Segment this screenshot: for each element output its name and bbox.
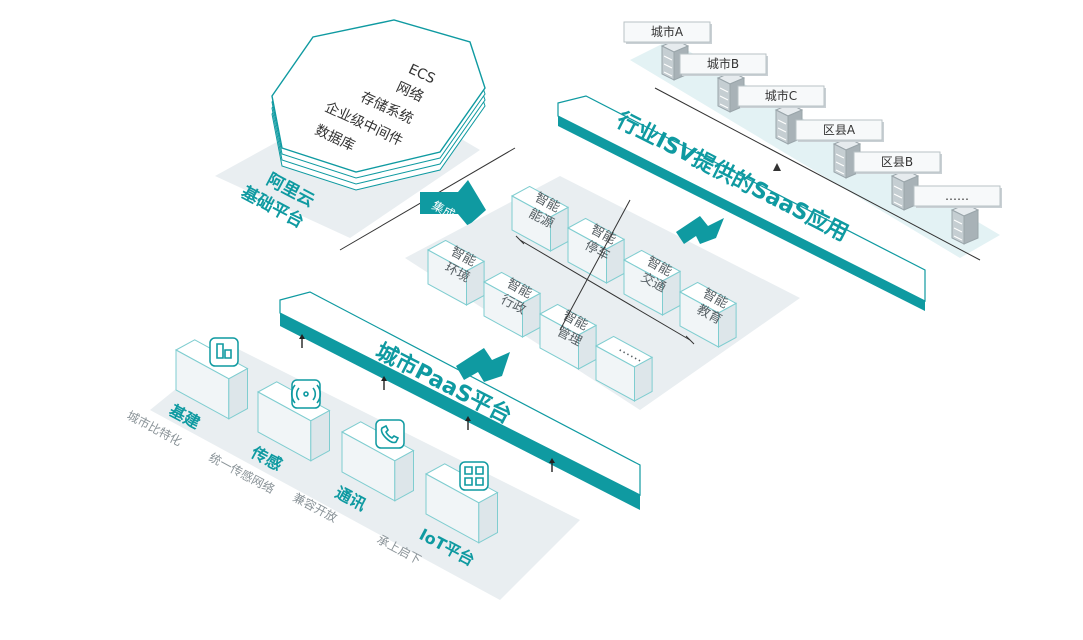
paas-module-1-side: [310, 409, 330, 462]
wireless-signal-icon: [290, 379, 322, 409]
region-label-4: 区县B: [881, 155, 913, 169]
paas-module-arrow-head-1: [381, 376, 387, 381]
saas-app-area: 智能能源智能停车智能交通智能教育智能环境智能行政智能管理……: [405, 176, 800, 410]
region-label-box-3: 区县A: [795, 119, 884, 142]
building-icon: [209, 337, 239, 367]
app-grid-lines: [515, 199, 695, 345]
regions-area: 城市A 城市B 城市C 区县A 区县B ……: [623, 21, 1002, 261]
saas-banner-face: [557, 95, 926, 302]
paas-module-arrow-head-2: [465, 416, 471, 421]
saas-app-area-shadow: [405, 176, 800, 410]
region-label-box-1: 城市B: [679, 53, 768, 76]
region-label-box-0: 城市A: [623, 21, 712, 44]
region-label-box-4: 区县B: [853, 151, 942, 174]
phone-icon: [375, 419, 405, 449]
region-3: 区县A: [795, 119, 884, 179]
region-5: ……: [913, 185, 1002, 245]
region-2: 城市C: [737, 85, 826, 145]
base-platform: ECS 网络 存储系统 企业级中间件 数据库 阿里云 基础平台: [215, 19, 516, 251]
region-label-3: 区县A: [823, 123, 856, 137]
regions-list: 城市A 城市B 城市C 区县A 区县B ……: [623, 21, 1002, 245]
paas-module-arrow-head-3: [549, 458, 555, 463]
app-cube-3-side: [718, 302, 737, 348]
grid-modules-icon: [459, 461, 489, 491]
region-label-box-2: 城市C: [737, 85, 826, 108]
paas-module-0-side: [228, 367, 248, 420]
region-label-box-5: ……: [913, 185, 1002, 208]
paas-module-arrow-head-0: [299, 334, 305, 339]
paas-module-3-side: [478, 491, 498, 544]
region-label-2: 城市C: [765, 88, 797, 103]
app-cube-7: ……: [594, 335, 654, 402]
integration-arrow: 集成: [420, 180, 486, 226]
paas-module-2-side: [394, 449, 414, 502]
paas-banner-face: [279, 291, 641, 496]
app-cubes: 智能能源智能停车智能交通智能教育智能环境智能行政智能管理……: [426, 185, 738, 402]
app-cube-7-side: [634, 356, 653, 402]
integration-arrow-shape: [420, 180, 486, 226]
regions-up-arrow: [773, 163, 781, 171]
regions-connector: [654, 87, 981, 261]
saas-up-arrow: [676, 216, 724, 244]
paas-up-arrow: [456, 348, 510, 382]
region-label-1: 城市B: [707, 56, 739, 71]
base-platform-stack: [271, 19, 486, 191]
server-icon: [950, 203, 980, 245]
paas-banner-bottom: [280, 313, 640, 510]
region-label-5: ……: [945, 189, 969, 203]
region-1: 城市B: [679, 53, 768, 113]
region-label-0: 城市A: [651, 24, 684, 39]
saas-banner-bottom: [558, 116, 925, 311]
